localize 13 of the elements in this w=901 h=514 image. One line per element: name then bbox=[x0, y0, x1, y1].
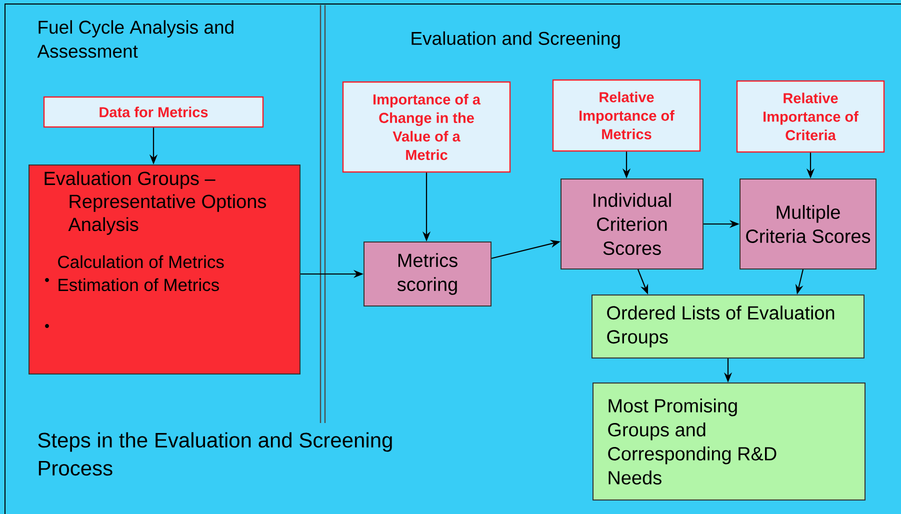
process-box: Metrics scoring bbox=[364, 242, 492, 306]
process-box: Multiple Criteria Scores bbox=[740, 178, 877, 270]
process-box: Individual Criterion Scores bbox=[560, 178, 704, 270]
section-heading: Fuel Cycle Analysis and Assessment bbox=[37, 20, 234, 58]
input-box: Relative Importance of Criteria bbox=[736, 80, 885, 153]
section-heading: Evaluation and Screening bbox=[412, 31, 620, 49]
analysis-box: Evaluation Groups – Representative Options Analysis Calculation of Metrics Estimation of Metrics bbox=[28, 164, 300, 374]
input-box: Data for Metrics bbox=[43, 96, 264, 128]
result-box: Ordered Lists of Evaluation Groups bbox=[592, 294, 864, 358]
result-box: Most Promising Groups and Corresponding R&D Needs bbox=[592, 382, 866, 500]
caption: Steps in the Evaluation and Screening Process bbox=[38, 432, 392, 476]
input-box: Relative Importance of Metrics bbox=[552, 79, 701, 152]
input-box: Importance of a Change in the Value of a Metric bbox=[342, 81, 511, 173]
